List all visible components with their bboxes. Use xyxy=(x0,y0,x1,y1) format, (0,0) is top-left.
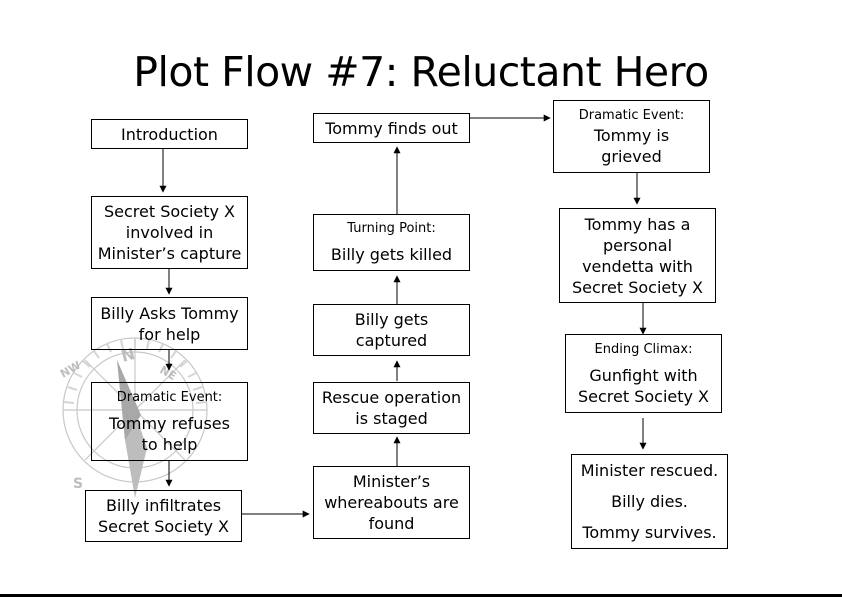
node-line: Tommy refuses xyxy=(109,413,230,433)
node-line: involved in xyxy=(125,223,214,242)
node-line: personal xyxy=(602,235,673,255)
node-line: Tommy has a xyxy=(584,214,691,234)
node-header: Dramatic Event: xyxy=(116,389,223,405)
node-line: for help xyxy=(138,324,201,344)
node-secret-society: Secret Society X involved in Minister’s … xyxy=(91,196,248,269)
node-line: Billy Asks Tommy xyxy=(100,303,239,323)
node-line: Tommy is xyxy=(593,125,670,145)
node-tommy-grieved: Dramatic Event: Tommy is grieved xyxy=(553,100,710,173)
page-title: Plot Flow #7: Reluctant Hero xyxy=(133,48,709,96)
node-header: Dramatic Event: xyxy=(578,107,685,123)
node-line: Minister’s capture xyxy=(97,244,242,263)
node-billy-asks: Billy Asks Tommy for help xyxy=(91,297,248,350)
node-billy-killed: Turning Point: Billy gets killed xyxy=(313,214,470,271)
node-tommy-finds-out: Tommy finds out xyxy=(313,113,470,143)
node-billy-captured: Billy gets captured xyxy=(313,304,470,356)
node-text: Tommy finds out xyxy=(325,118,458,138)
node-introduction: Introduction xyxy=(91,119,248,149)
node-line: Secret Society X xyxy=(103,202,236,221)
node-line: Billy gets killed xyxy=(330,245,453,264)
node-line: to help xyxy=(141,434,198,454)
node-text: Introduction xyxy=(121,124,218,144)
node-rescue-staged: Rescue operation is staged xyxy=(313,382,470,434)
node-billy-infiltrates: Billy infiltrates Secret Society X xyxy=(85,490,242,542)
node-ministers-found: Minister’s whereabouts are found xyxy=(313,466,470,539)
node-line: Secret Society X xyxy=(577,386,710,406)
node-line: Tommy survives. xyxy=(582,523,717,542)
node-line: vendetta with xyxy=(582,256,693,276)
bottom-rule xyxy=(0,594,842,597)
node-header: Ending Climax: xyxy=(594,341,693,357)
node-line: Billy gets xyxy=(354,310,429,329)
node-line: whereabouts are xyxy=(324,493,459,512)
node-outcome: Minister rescued. Billy dies. Tommy surv… xyxy=(571,454,728,549)
node-line: Billy infiltrates xyxy=(105,496,222,515)
node-line: is staged xyxy=(355,409,428,428)
node-line: captured xyxy=(355,331,428,350)
node-tommy-refuses: Dramatic Event: Tommy refuses to help xyxy=(91,382,248,461)
node-tommy-vendetta: Tommy has a personal vendetta with Secre… xyxy=(559,208,716,303)
node-line: Secret Society X xyxy=(571,277,704,297)
node-line: Minister’s xyxy=(352,472,431,491)
node-line: Minister rescued. xyxy=(580,461,719,480)
node-line: found xyxy=(368,514,415,533)
node-line: Billy dies. xyxy=(611,492,688,511)
svg-text:S: S xyxy=(73,476,83,492)
node-header: Turning Point: xyxy=(347,221,436,236)
node-line: grieved xyxy=(601,146,662,166)
node-line: Gunfight with xyxy=(589,365,698,385)
node-line: Rescue operation xyxy=(321,388,462,407)
node-ending-climax: Ending Climax: Gunfight with Secret Soci… xyxy=(565,334,722,413)
node-line: Secret Society X xyxy=(97,517,230,536)
compass-icon: N NW NE S xyxy=(58,337,208,498)
